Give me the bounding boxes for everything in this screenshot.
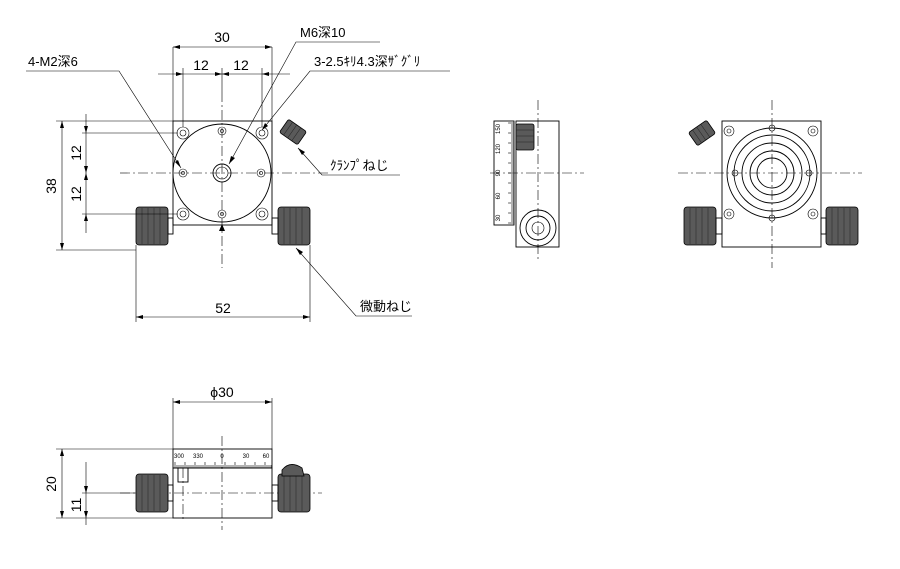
fine-adjust-knob-left [135,206,174,246]
center-m6-hole [212,163,232,183]
callout-counterbore: 3-2.5ｷﾘ4.3深ｻﾞｸﾞﾘ [314,54,420,69]
rear-view [678,100,862,268]
side-view: 150 120 90 60 30 [490,100,584,262]
dim-overall-width: 52 [215,300,231,316]
clamp-knob [279,119,307,145]
fine-adjust-knob-right [271,206,311,246]
side-fine-screw [519,209,557,247]
dim-spacing-right: 12 [233,57,249,73]
dim-side-center-height: 11 [68,498,84,513]
rear-view-body [721,120,822,248]
rear-clamp-knob [688,120,716,146]
front-scale-label: 0 [220,454,224,460]
callout-m2-tap: 4-M2深6 [28,54,78,69]
front-knob-right [271,473,311,513]
m2-tap-holes [176,126,269,221]
side-scale-label: 30 [496,214,502,221]
side-scale-label: 120 [496,143,502,154]
side-view-body [515,120,560,248]
front-scale-labels: 300 330 0 30 60 [174,454,270,460]
front-scale [172,448,273,469]
callout-clamp-screw: ｸﾗﾝﾌﾟねじ [330,158,389,173]
index-mark [219,224,225,231]
rear-knob-right [820,206,859,246]
dim-top-width: 30 [214,29,230,45]
rear-ring-outer [726,127,818,219]
front-view: 300 330 0 30 60 [43,384,322,530]
top-view: 30 12 12 12 12 38 52 [26,25,450,322]
rotary-table-circle [172,123,272,223]
front-clamp-knob [281,464,305,477]
side-scale-label: 90 [496,169,502,176]
dim-vertical-lower: 12 [68,186,84,202]
front-scale-label: 60 [263,454,270,460]
dim-vertical-upper: 12 [68,145,84,161]
rear-knob-left [683,206,723,246]
dim-spacing-left: 12 [193,57,209,73]
front-scale-label: 30 [243,454,250,460]
front-scale-label: 300 [174,454,185,460]
dim-diameter: ϕ30 [210,384,234,400]
front-knob-left [135,473,174,513]
side-scale-labels: 150 120 90 60 30 [496,123,502,221]
dim-side-height: 20 [43,476,59,492]
side-scale-label: 60 [496,192,502,199]
dim-overall-height: 38 [43,178,59,194]
side-scale-label: 150 [496,123,502,134]
callout-fine-screw: 微動ねじ [360,299,412,314]
callout-m6-tap: M6深10 [300,25,346,40]
side-clamp-knob [515,123,535,151]
counterbore-holes [178,126,266,219]
front-scale-label: 330 [193,454,204,460]
